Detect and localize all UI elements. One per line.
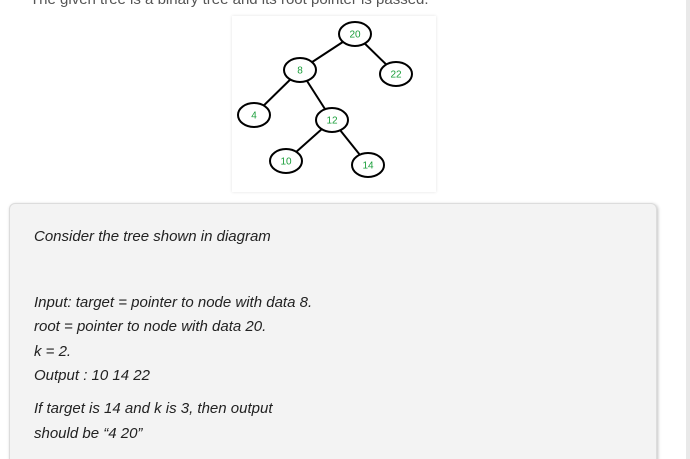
binary-tree-diagram: 20 8 22 4 12 10 14 [232, 16, 436, 192]
tree-node-20 [338, 21, 372, 47]
example-line-k: k = 2. [34, 343, 72, 360]
scrollbar-edge[interactable] [686, 0, 690, 459]
tree-node-14 [351, 152, 385, 178]
example-line-input: Input: target = pointer to node with dat… [34, 294, 313, 311]
tree-node-label: 4 [251, 111, 257, 122]
tree-node-8 [283, 57, 317, 83]
example-box: Consider the tree shown in diagram Input… [9, 203, 657, 459]
tree-node-22 [379, 61, 413, 87]
tree-node-label: 22 [390, 70, 402, 81]
tree-node-12 [315, 107, 349, 133]
example-line-output: Output : 10 14 22 [34, 367, 150, 384]
tree-node-label: 14 [362, 161, 374, 172]
tree-node-label: 12 [326, 116, 338, 127]
tree-node-label: 20 [349, 30, 361, 41]
tree-node-label: 8 [297, 66, 303, 77]
example-line-if-target: If target is 14 and k is 3, then output [34, 400, 273, 417]
clipped-intro-text: The given tree is a binary tree and its … [30, 0, 429, 8]
example-line-consider: Consider the tree shown in diagram [34, 228, 271, 245]
tree-node-4 [237, 102, 271, 128]
tree-node-10 [269, 148, 303, 174]
tree-svg: 20 8 22 4 12 10 14 [237, 21, 413, 178]
tree-node-label: 10 [280, 157, 292, 168]
example-line-should-be: should be “4 20” [34, 425, 143, 442]
example-line-root: root = pointer to node with data 20. [34, 318, 267, 335]
